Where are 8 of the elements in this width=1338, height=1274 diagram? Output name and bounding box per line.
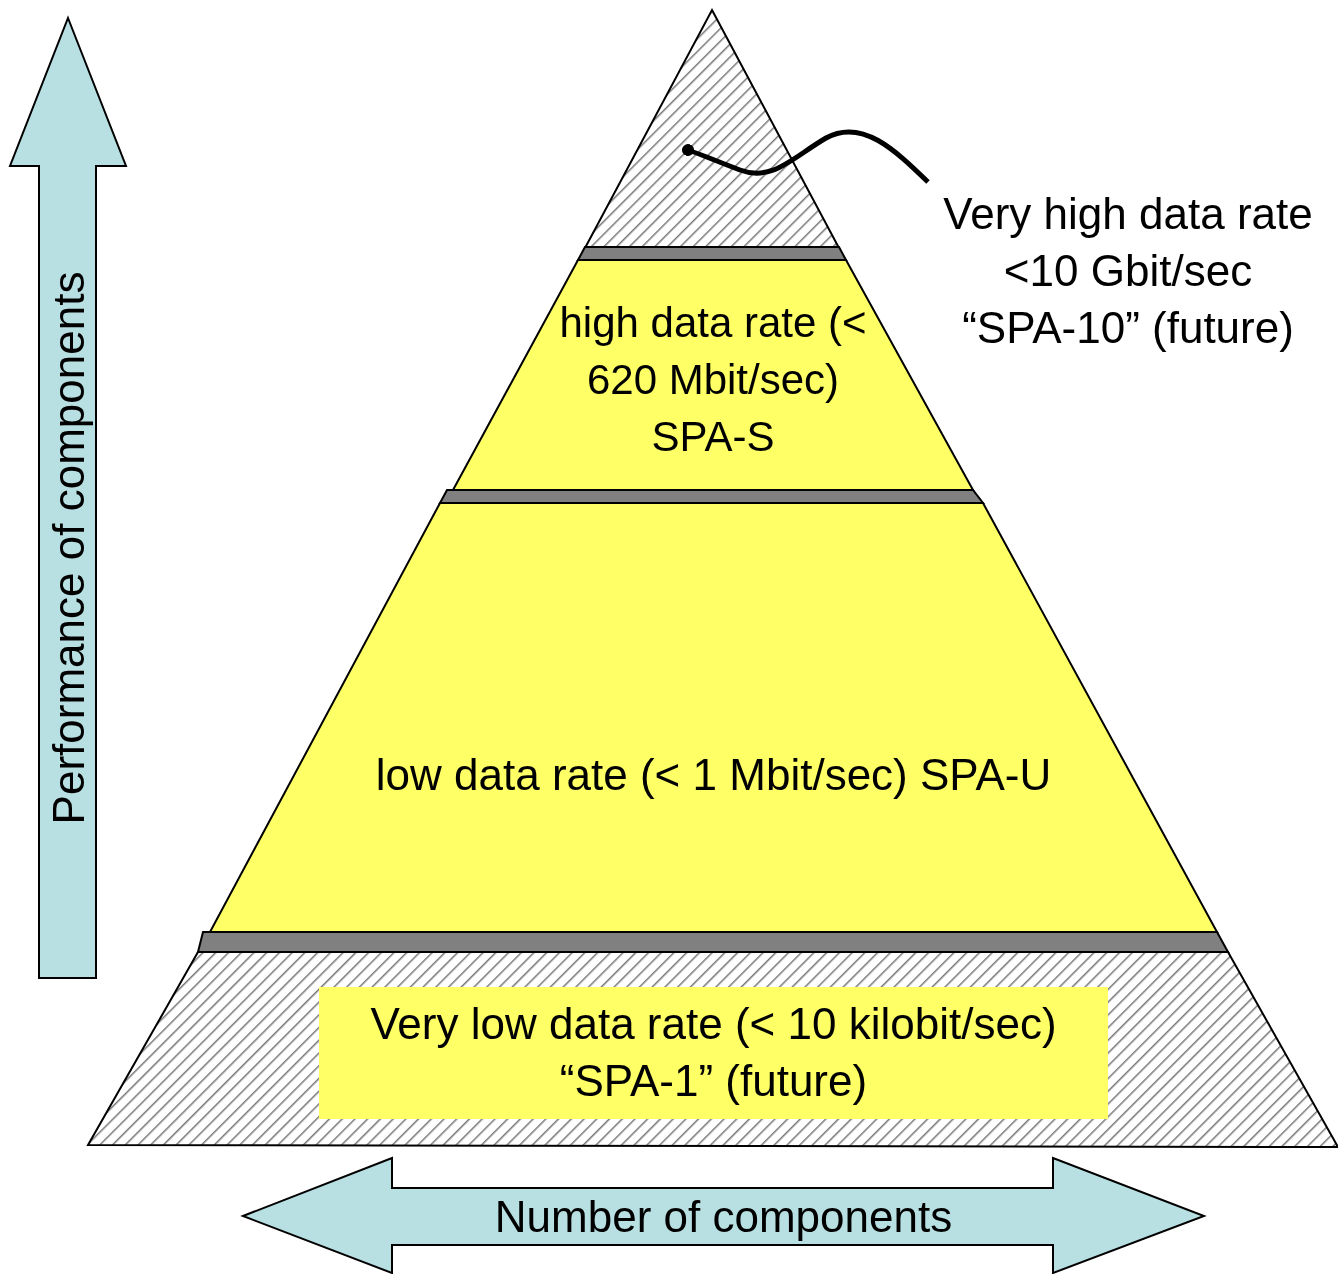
tier-label: low data rate (< 1 Mbit/sec) SPA-U [374, 749, 1053, 801]
tier-box [319, 987, 1108, 1119]
leader-line [682, 129, 930, 184]
callout-text: Very high data rate <10 Gbit/sec “SPA-10” (future) [942, 188, 1314, 354]
axis-label: Number of components [493, 1191, 954, 1243]
axis-label: Performance of components [42, 271, 94, 825]
tier-label: Very low data rate (< 10 kilobit/sec) “SPA-1” (future) [369, 998, 1058, 1107]
tier-label: high data rate (< 620 Mbit/sec) SPA-S [558, 298, 868, 462]
